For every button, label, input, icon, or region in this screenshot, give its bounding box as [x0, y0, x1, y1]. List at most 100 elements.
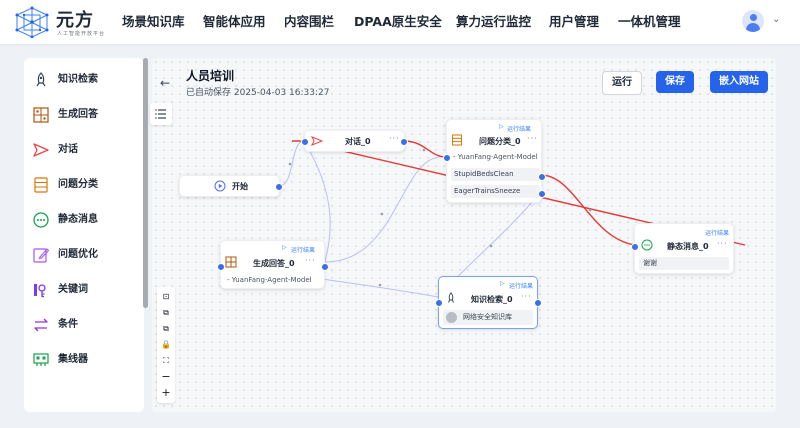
user-avatar[interactable]: [742, 10, 764, 32]
sidebar-item-generate[interactable]: 生成回答: [24, 101, 144, 129]
app-subtitle: 人工智能开放平台: [57, 31, 106, 37]
edge-loop-back: [292, 140, 746, 246]
run-result-link[interactable]: 运行结果: [509, 283, 534, 290]
rocket-icon: [448, 292, 454, 303]
output-port[interactable]: [538, 173, 546, 181]
more-options-icon[interactable]: ···: [717, 239, 728, 248]
message-icon: [33, 212, 49, 228]
input-port[interactable]: [443, 154, 451, 162]
copy-icon[interactable]: ⧉: [163, 308, 169, 317]
embed-website-button[interactable]: 嵌入网站: [710, 71, 768, 93]
edge-chat-generate: [303, 140, 331, 263]
category-field[interactable]: StupidBedsClean: [451, 168, 540, 181]
more-options-icon[interactable]: ···: [521, 292, 532, 301]
input-port[interactable]: [435, 299, 443, 307]
sidebar-item-label: 条件: [58, 319, 78, 330]
sidebar-item-optimize[interactable]: 问题优化: [24, 241, 144, 269]
sidebar-item-chat[interactable]: 对话: [24, 136, 144, 164]
send-icon: [33, 143, 49, 157]
node-title: 生成回答_0: [253, 259, 295, 268]
top-navigation-bar: 元方 人工智能开放平台 场景知识库 智能体应用 内容围栏 DPAA原生安全 算力…: [0, 0, 800, 44]
sidebar-item-hub[interactable]: 集线器: [24, 346, 144, 374]
nav-item-content-fence[interactable]: 内容围栏: [284, 14, 335, 29]
chevron-down-icon[interactable]: ⌄: [772, 14, 781, 25]
edge-start-chat: [278, 140, 305, 187]
sidebar-scrollbar[interactable]: [143, 58, 148, 308]
list-menu-icon: [155, 109, 166, 119]
input-port[interactable]: [217, 263, 225, 271]
output-port[interactable]: [275, 183, 283, 191]
node-chat[interactable]: 对话_0 ···: [301, 130, 408, 152]
node-title: 对话_0: [345, 137, 371, 146]
sidebar-item-label: 生成回答: [58, 109, 98, 120]
model-name: - YuanFang-Agent-Model: [453, 153, 538, 161]
edge-classify-message: [540, 174, 636, 246]
sidebar-item-label: 问题优化: [58, 249, 98, 260]
sidebar-item-keyword[interactable]: 关键词: [24, 276, 144, 304]
nav-item-scene-kb[interactable]: 场景知识库: [122, 14, 185, 29]
output-port[interactable]: [321, 263, 329, 271]
nav-item-agent-apps[interactable]: 智能体应用: [203, 14, 266, 29]
fit-view-icon[interactable]: ⛶: [163, 356, 169, 365]
sidebar-item-retrieve[interactable]: 知识检索: [24, 66, 144, 94]
run-result-link[interactable]: 运行结果: [291, 247, 316, 254]
nav-item-compute-monitor[interactable]: 算力运行监控: [456, 14, 532, 29]
zoom-in-icon[interactable]: +: [161, 386, 171, 399]
sidebar-item-classify[interactable]: 问题分类: [24, 171, 144, 199]
grid-icon: [225, 256, 237, 268]
nav-item-user-management[interactable]: 用户管理: [549, 14, 600, 29]
output-port[interactable]: [400, 138, 408, 146]
run-result-link[interactable]: 运行结果: [705, 230, 730, 237]
play-small-icon: ▷: [282, 244, 287, 251]
app-name: 元方: [56, 10, 94, 31]
sidebar-item-label: 静态消息: [58, 214, 98, 225]
node-start[interactable]: 开始: [179, 175, 283, 197]
node-static-message[interactable]: 运行结果 静态消息_0 ··· 谢谢: [631, 223, 734, 274]
node-title: 知识检索_0: [471, 295, 513, 304]
node-title: 问题分类_0: [479, 137, 521, 146]
rocket-icon: [36, 72, 46, 87]
back-arrow-icon[interactable]: ←: [160, 76, 171, 90]
node-generate[interactable]: ▷ 运行结果 生成回答_0 ··· - YuanFang-Agent-Model: [217, 240, 329, 289]
save-button[interactable]: 保存: [656, 71, 694, 93]
paste-icon[interactable]: ⧉: [163, 324, 169, 333]
canvas-controls: ⊡ ⧉ ⧉ 🔒 ⛶ − +: [157, 287, 175, 403]
sidebar-item-static-message[interactable]: 静态消息: [24, 206, 144, 234]
play-small-icon: ▷: [499, 123, 504, 130]
sidebar-item-label: 问题分类: [58, 179, 98, 190]
send-icon: [311, 136, 323, 146]
output-port[interactable]: [538, 190, 546, 198]
knowledge-base-field[interactable]: 网络安全知识库: [443, 310, 533, 325]
sidebar-item-label: 集线器: [58, 354, 88, 365]
edge-generate-classify: [324, 156, 447, 263]
more-options-icon[interactable]: ···: [527, 134, 538, 143]
output-port[interactable]: [534, 299, 542, 307]
minimap-icon[interactable]: ⊡: [162, 292, 170, 301]
sidebar-item-condition[interactable]: 条件: [24, 311, 144, 339]
play-circle-icon: [214, 180, 226, 192]
run-button[interactable]: 运行: [602, 71, 642, 95]
autosave-status: 已自动保存 2025-04-03 16:33:27: [186, 88, 330, 98]
zoom-out-icon[interactable]: −: [161, 370, 171, 383]
kb-avatar-icon: [446, 312, 457, 323]
node-classify[interactable]: 运行结果 ▷ 问题分类_0 ··· - YuanFang-Agent-Model…: [443, 119, 546, 203]
node-title: 开始: [232, 182, 248, 191]
grid-icon: [33, 107, 49, 123]
nav-item-appliance-management[interactable]: 一体机管理: [618, 14, 681, 29]
node-retrieve[interactable]: ▷ 运行结果 知识检索_0 ··· 网络安全知识库: [435, 276, 542, 329]
more-options-icon[interactable]: ···: [389, 134, 400, 143]
input-port[interactable]: [301, 138, 309, 146]
input-port[interactable]: [631, 243, 639, 251]
message-text-field[interactable]: 谢谢: [639, 257, 729, 270]
run-result-link[interactable]: 运行结果: [507, 126, 532, 133]
list-icon: [452, 134, 462, 146]
nav-item-dpaa-security[interactable]: DPAA原生安全: [354, 14, 442, 29]
edit-icon: [33, 248, 50, 263]
key-icon: [34, 284, 46, 298]
category-field[interactable]: EagerTrainsSneeze: [451, 185, 540, 198]
node-palette-sidebar: 知识检索 生成回答 对话 问题分类 静态消息 问题优化 关键词 条件 集线器: [24, 58, 144, 412]
lock-icon[interactable]: 🔒: [161, 340, 171, 349]
toggle-list-button[interactable]: [150, 103, 172, 125]
more-options-icon[interactable]: ···: [305, 256, 316, 265]
